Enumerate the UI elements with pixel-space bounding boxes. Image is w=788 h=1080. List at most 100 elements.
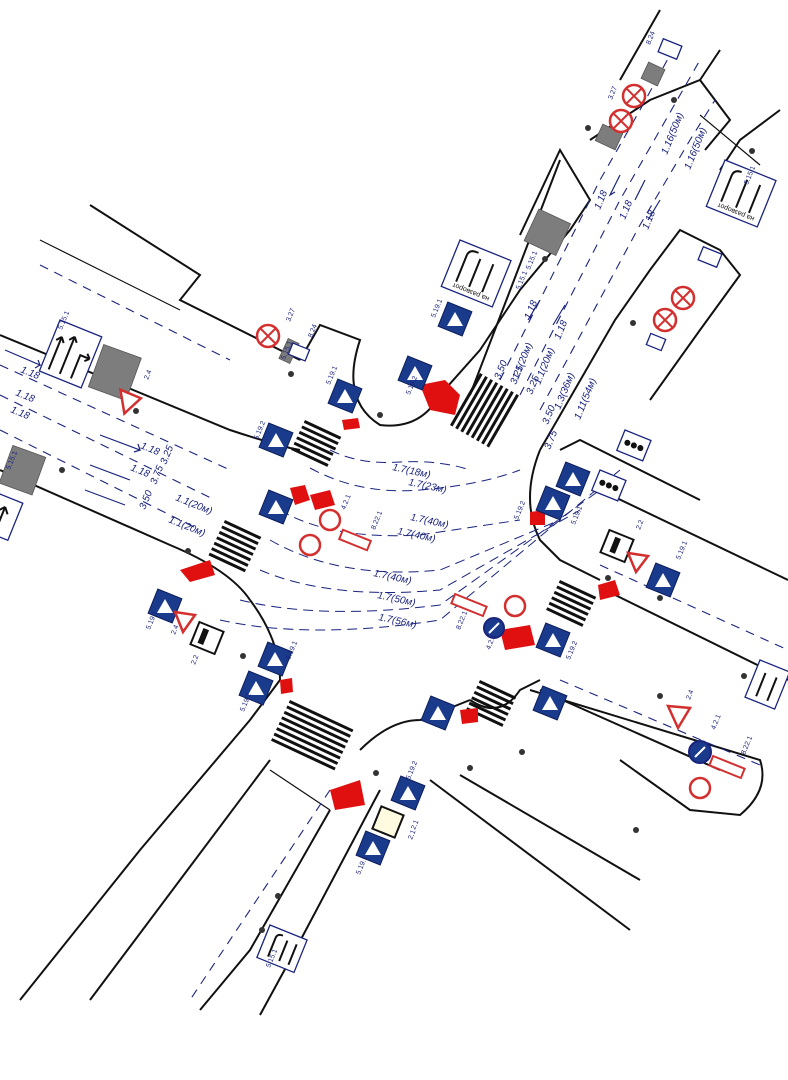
arrow-icon bbox=[89, 464, 131, 481]
lane-label: 1.18 bbox=[641, 209, 659, 232]
sign-code: 8.24 bbox=[307, 323, 319, 338]
pedestrian-crossing-sign bbox=[397, 355, 433, 391]
lane-direction-icon bbox=[267, 933, 298, 966]
lane-label: 1.18 bbox=[618, 199, 636, 222]
pedestrian-crossing-icon bbox=[545, 496, 561, 510]
arrow-icon bbox=[552, 304, 566, 326]
no-entry-sign bbox=[503, 594, 527, 618]
gray-block bbox=[640, 61, 666, 87]
obstacle-barrier-icon bbox=[708, 754, 746, 780]
pedestrian-crossing-icon bbox=[430, 706, 446, 720]
width-label: 3.50 bbox=[493, 359, 511, 382]
arrow-icon bbox=[84, 489, 126, 506]
sign-code: 5.19.2 bbox=[405, 760, 419, 781]
lane-direction-sign bbox=[38, 319, 103, 389]
trajectory-label: 1.7(23м) bbox=[407, 477, 447, 496]
pedestrian-crossing-icon bbox=[565, 472, 581, 486]
sign-code: 2.2 bbox=[190, 654, 200, 666]
traffic-light-sign bbox=[590, 469, 627, 502]
arrow-icon bbox=[634, 179, 646, 201]
pedestrian-crossing-icon bbox=[542, 696, 558, 710]
trajectory-label: 1.7(56м) bbox=[377, 612, 417, 631]
pedestrian-crossing-sign bbox=[258, 489, 294, 525]
trajectory-label: 1.7(40м) bbox=[409, 512, 449, 531]
crosswalk-s bbox=[270, 700, 354, 771]
traffic-light-icon bbox=[599, 479, 606, 486]
width-label: 3.75 bbox=[543, 429, 561, 452]
trajectory-label: 1.7(40м) bbox=[372, 568, 412, 587]
pedestrian-crossing-sign bbox=[532, 685, 568, 721]
lane-label: 1.18 bbox=[139, 441, 162, 459]
lane-direction-icon bbox=[455, 250, 495, 293]
no-entry-sign bbox=[688, 776, 712, 800]
traffic-light-icon bbox=[624, 439, 631, 446]
keep-right-icon bbox=[324, 514, 336, 526]
sign-code: 2.1 bbox=[407, 829, 417, 841]
arrow-icon bbox=[647, 199, 661, 221]
pedestrian-crossing-sign bbox=[535, 485, 571, 521]
u-turn-lane-sign: на разворот bbox=[705, 159, 777, 228]
lane-label: 1.16(50м) bbox=[660, 111, 687, 156]
arrow-icon bbox=[99, 434, 141, 453]
sign-code: 2.4 bbox=[170, 624, 180, 636]
sign-code: 5.19.1 bbox=[355, 855, 369, 876]
u-turn-lane-sign: на разворот bbox=[440, 239, 512, 308]
pedestrian-crossing-icon bbox=[157, 599, 173, 613]
sign-code: 4.2.1 bbox=[710, 714, 722, 731]
lane-direction-sign bbox=[744, 659, 788, 710]
pedestrian-crossing-sign bbox=[258, 422, 294, 458]
red-highlights bbox=[180, 380, 620, 810]
lane-label: 1.18 bbox=[523, 299, 541, 322]
info-plate bbox=[287, 342, 311, 362]
lane-markings bbox=[0, 54, 788, 1001]
gray-block bbox=[523, 208, 572, 257]
pedestrian-crossing-sign bbox=[535, 622, 571, 658]
sign-poles bbox=[59, 97, 755, 933]
arrow-icon bbox=[527, 299, 541, 321]
give-way-triangle-icon bbox=[173, 610, 198, 635]
lane-label: 1.18 bbox=[9, 405, 32, 423]
lane-direction-icon bbox=[720, 170, 762, 214]
give-way-triangle-icon bbox=[665, 704, 693, 731]
lane-direction-icon bbox=[47, 335, 91, 379]
pedestrian-crossing-sign bbox=[327, 378, 363, 414]
sign-code: 5.19.1 bbox=[145, 610, 159, 631]
keep-right-icon bbox=[488, 622, 500, 634]
marking-label: 1.11(54м) bbox=[573, 377, 599, 421]
gray-block bbox=[87, 343, 142, 401]
road-edges bbox=[0, 9, 788, 1016]
obstacle-barrier-icon bbox=[337, 528, 373, 552]
crosswalk-n bbox=[450, 373, 519, 448]
lane-label: 1.18 bbox=[14, 388, 37, 406]
lane-label: 1.18 bbox=[593, 189, 611, 212]
sign-code: 8.24 bbox=[645, 30, 657, 45]
info-plate bbox=[645, 332, 667, 352]
main-road-diamond-icon bbox=[189, 620, 225, 656]
trajectory-label: 1.7(50м) bbox=[376, 590, 416, 609]
pedestrian-crossing-icon bbox=[268, 500, 284, 514]
marking-label: 1.1(20м) bbox=[533, 346, 558, 386]
give-way-triangle-icon bbox=[625, 551, 651, 575]
crosswalk-nw bbox=[291, 420, 342, 467]
main-road-diamond-icon bbox=[371, 805, 405, 839]
pedestrian-crossing-icon bbox=[545, 633, 561, 647]
pedestrian-crossing-sign bbox=[645, 562, 681, 598]
arrow-icon bbox=[4, 349, 42, 369]
width-label: 3.50 bbox=[138, 489, 156, 512]
sign-code: 5.19.2 bbox=[565, 640, 579, 661]
sign-code: 5.15.1 bbox=[525, 250, 539, 271]
crosswalk-w bbox=[208, 520, 262, 573]
pedestrian-crossing-icon bbox=[337, 389, 353, 403]
pedestrian-crossing-icon bbox=[365, 841, 381, 855]
sign-code: 4.2.1 bbox=[340, 494, 352, 511]
sign-code: 3.27 bbox=[285, 307, 297, 322]
lane-direction-icon bbox=[0, 506, 9, 531]
pedestrian-crossing-icon bbox=[400, 786, 416, 800]
info-plate bbox=[657, 37, 683, 61]
pedestrian-crossing-sign bbox=[257, 641, 293, 677]
sign-code: 2.1 bbox=[410, 819, 420, 831]
pedestrian-crossing-icon bbox=[248, 681, 264, 695]
lane-label: 1.18 bbox=[19, 365, 42, 383]
pedestrian-crossing-icon bbox=[268, 433, 284, 447]
